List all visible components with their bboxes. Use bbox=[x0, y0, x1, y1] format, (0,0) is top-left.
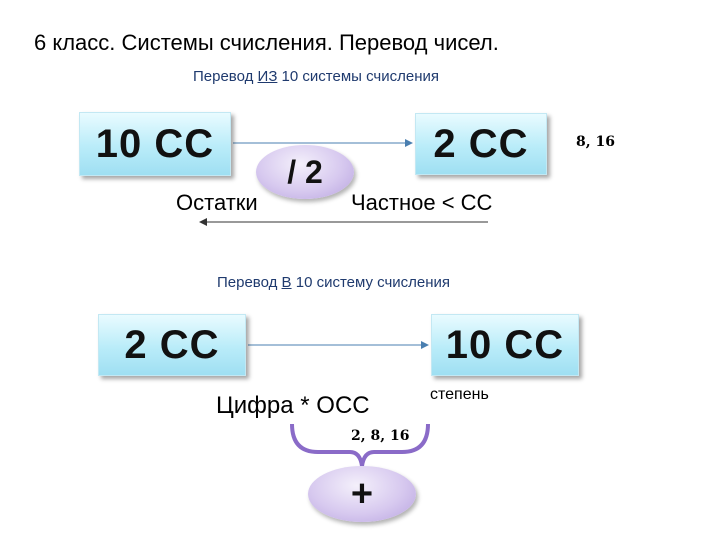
page-title: 6 класс. Системы счисления. Перевод чисе… bbox=[34, 30, 499, 55]
box-10-cc-top: 10 СС bbox=[79, 112, 231, 176]
box-2-cc-top: 2 СС bbox=[415, 113, 547, 175]
heading-to-10: Перевод В 10 систему счисления bbox=[217, 274, 451, 291]
formula-label: Цифра * ОСС bbox=[216, 392, 370, 419]
box-2-cc-bottom: 2 СС bbox=[98, 314, 246, 376]
heading-from-10: Перевод ИЗ 10 системы счисления bbox=[193, 68, 439, 85]
bases-top: 8, 16 bbox=[576, 134, 615, 150]
quotient-label: Частное < СС bbox=[351, 190, 493, 215]
bases-bottom: 2, 8, 16 bbox=[351, 428, 410, 444]
sum-plus-circle: + bbox=[308, 466, 416, 522]
remainders-label: Остатки bbox=[176, 190, 258, 215]
power-label: степень bbox=[430, 386, 489, 403]
box-10-cc-bottom: 10 СС bbox=[431, 314, 579, 376]
divide-by-2-circle: / 2 bbox=[256, 145, 354, 199]
